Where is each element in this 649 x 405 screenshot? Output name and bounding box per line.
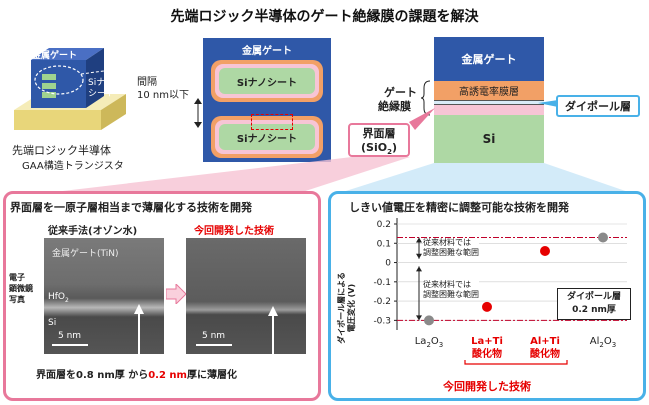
tem-arrow-left	[134, 304, 144, 354]
gaa-metal-gate-label: 金属ゲート	[32, 51, 78, 61]
gaa-3d-illustration	[14, 48, 127, 130]
gap-label-line2: 10 nm以下	[137, 90, 189, 101]
chart-x-tick-label: Al2O3	[590, 336, 616, 349]
tem-si-label: Si	[48, 318, 57, 328]
chart-y-tick-label: -0.2	[373, 297, 391, 307]
chart-range-bracket-top-head-bottom	[416, 253, 422, 259]
chart-x-tick-label-line2: 酸化物	[530, 347, 560, 360]
gate-insulator-label-line1: ゲート	[384, 86, 417, 99]
tem-hfo2-label: HfO2	[48, 292, 69, 304]
interface-highlight	[251, 114, 293, 130]
tem-scale-bar-left	[52, 344, 88, 346]
right-panel-title: しきい値電圧を精密に調整可能な技術を開発	[349, 201, 569, 214]
cross-section-gate-label: 金属ゲート	[242, 46, 292, 57]
annot-top: 従来材料では 調整困難な範囲	[423, 238, 479, 258]
chart-x-tick-label-line2: 酸化物	[472, 347, 502, 360]
gaa-transistor-figure: 金属ゲート Siナノシート 先端ロジック半導体 GAA構造トランジスタ	[6, 30, 156, 172]
chart-y-tick-label: 0.2	[377, 220, 391, 230]
chart-x-tick-label: La+Ti	[471, 336, 503, 347]
interface-thinning-panel: 界面層を一原子層相当まで薄層化する技術を開発 従来手法(オゾン水) 今回開発した…	[3, 191, 321, 401]
conventional-method-label: 従来手法(オゾン水)	[48, 226, 138, 237]
chart-point	[540, 245, 550, 256]
cross-section-figure: 金属ゲート Siナノシート Siナノシート	[203, 38, 331, 162]
gaa-caption-line1: 先端ロジック半導体	[12, 144, 111, 157]
chart-new-tech-bracket	[464, 360, 568, 365]
left-panel-title: 界面層を一原子層相当まで薄層化する技術を開発	[10, 201, 252, 214]
gap-label-line1: 間隔	[137, 77, 157, 88]
new-tech-label: 今回開発した技術	[194, 226, 274, 237]
thinning-caption: 界面層を0.8 nm厚 から0.2 nm厚に薄層化	[36, 370, 237, 381]
chart-point	[482, 301, 492, 312]
stack-metal-gate: 金属ゲート	[434, 37, 544, 81]
gaa-nanosheet-label: Siナノシート	[88, 78, 116, 99]
chart-y-tick-label: 0.1	[377, 239, 391, 249]
chart-x-tick-label: La2O3	[415, 336, 444, 349]
chart-range-bracket-bottom-head-bottom	[416, 315, 422, 321]
chart-range-bracket-bottom-head-top	[416, 266, 422, 272]
chart-y-tick-label: -0.3	[373, 316, 391, 326]
chart-point	[598, 232, 608, 243]
interface-callout-line1: 界面層	[362, 127, 396, 140]
chart-y-tick-label: -0.1	[373, 278, 391, 288]
nanosheet-2-label: Siナノシート	[236, 133, 298, 145]
chart-point	[424, 315, 434, 326]
stack-interface-layer	[434, 105, 544, 115]
gap-arrow	[194, 98, 202, 128]
tem-scale-label-right: 5 nm	[202, 331, 226, 341]
dipole-callout-pointer	[538, 100, 558, 107]
tem-image-new: 5 nm	[186, 238, 306, 354]
stack-si: Si	[434, 115, 544, 163]
transition-arrow	[166, 284, 186, 304]
page-title: 先端ロジック半導体のゲート絶縁膜の課題を解決	[170, 9, 479, 25]
threshold-voltage-panel: しきい値電圧を精密に調整可能な技術を開発 ダイポール層による 電圧変化 (V) …	[328, 191, 646, 401]
gaa-caption-line2: GAA構造トランジスタ	[22, 161, 124, 172]
tem-label: 電子 顕微鏡 写真	[9, 273, 33, 304]
right-panel-footer: 今回開発した技術	[443, 380, 531, 393]
interface-callout-line2: (SiO2)	[361, 141, 397, 157]
stack-dipole-layer	[434, 100, 544, 105]
annot-bottom: 従来材料では 調整困難な範囲	[423, 280, 479, 300]
stack-high-k: 高誘電率膜層	[434, 81, 544, 100]
dipole-thickness-box: ダイポール層 0.2 nm厚	[557, 288, 631, 320]
gate-insulator-brace	[420, 80, 431, 116]
tem-arrow-right	[268, 306, 278, 354]
nanosheet-1-label: Siナノシート	[236, 77, 298, 89]
tem-scale-label-left: 5 nm	[58, 331, 82, 341]
tem-image-conventional: 金属ゲート(TiN) HfO2 Si 5 nm	[44, 238, 164, 354]
gate-insulator-label-line2: 絶縁膜	[378, 100, 411, 113]
chart-y-tick-label: 0	[385, 259, 391, 269]
interface-callout-pointer	[409, 108, 435, 130]
tem-scale-bar-right	[196, 344, 232, 346]
chart-x-tick-label: Al+Ti	[530, 336, 560, 347]
interface-callout: 界面層 (SiO2)	[348, 123, 410, 157]
chart-range-bracket-top-head-top	[416, 237, 422, 243]
tem-gate-label: 金属ゲート(TiN)	[52, 249, 119, 259]
